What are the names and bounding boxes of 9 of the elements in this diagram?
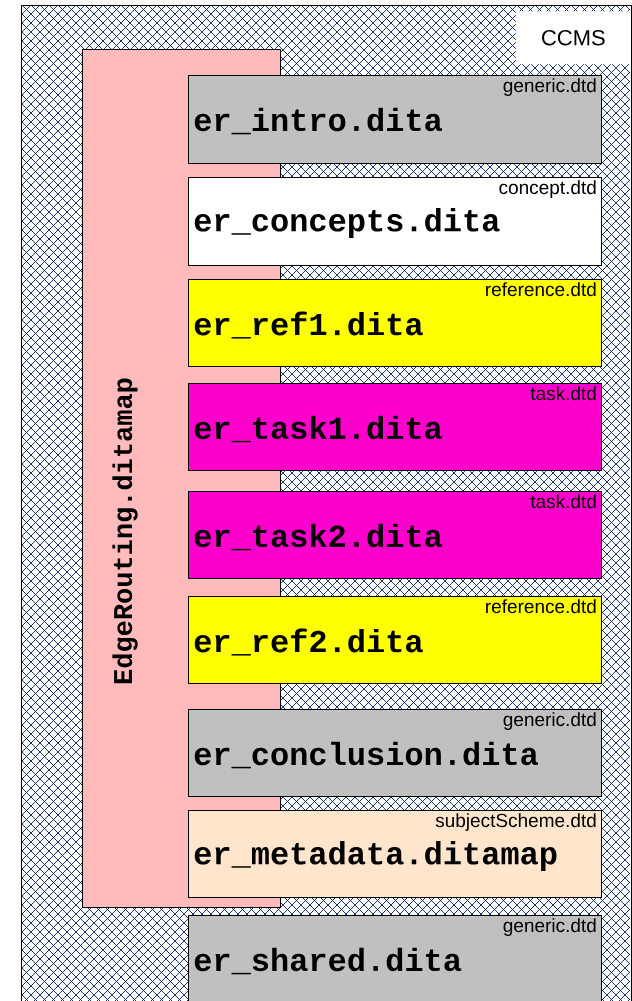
- topic-box: task.dtd er_task1.dita: [188, 383, 602, 471]
- topic-box: generic.dtd er_intro.dita: [188, 75, 602, 164]
- topic-box: reference.dtd er_ref2.dita: [188, 596, 602, 684]
- topic-box: generic.dtd er_shared.dita: [188, 915, 602, 1001]
- topic-box: reference.dtd er_ref1.dita: [188, 279, 602, 367]
- topic-box: concept.dtd er_concepts.dita: [188, 177, 602, 266]
- topic-box: task.dtd er_task2.dita: [188, 491, 602, 579]
- topic-box: subjectScheme.dtd er_metadata.ditamap: [188, 810, 602, 898]
- topic-box: generic.dtd er_conclusion.dita: [188, 709, 602, 797]
